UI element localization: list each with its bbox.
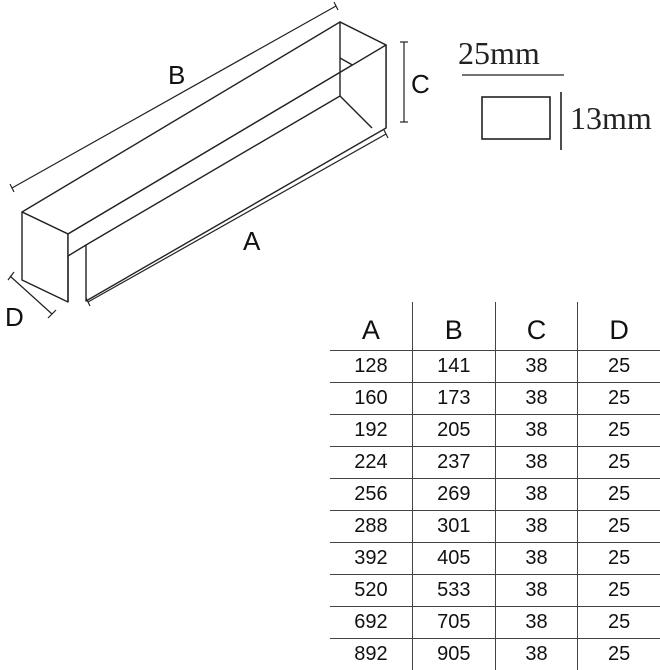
table-cell: 38 (495, 447, 578, 479)
column-header-c: C (495, 302, 578, 351)
table-cell: 301 (412, 511, 495, 543)
table-cell: 173 (412, 383, 495, 415)
cross-section-width-label: 25mm (458, 35, 540, 71)
table-cell: 38 (495, 479, 578, 511)
table-cell: 160 (330, 383, 412, 415)
column-header-d: D (578, 302, 660, 351)
table-cell: 705 (412, 607, 495, 639)
table-cell: 692 (330, 607, 412, 639)
table-cell: 905 (412, 639, 495, 670)
dimension-label-a: A (243, 226, 261, 256)
table-cell: 25 (578, 607, 660, 639)
table-cell: 38 (495, 639, 578, 670)
table-header-row: A B C D (330, 302, 660, 351)
cross-section-profile: 25mm 13mm (458, 35, 652, 150)
column-header-a: A (330, 302, 412, 351)
table-cell: 25 (578, 543, 660, 575)
table-cell: 38 (495, 575, 578, 607)
table-cell: 38 (495, 511, 578, 543)
column-header-b: B (412, 302, 495, 351)
table-cell: 192 (330, 415, 412, 447)
table-cell: 25 (578, 639, 660, 670)
cross-section-height-label: 13mm (570, 100, 652, 136)
table-cell: 25 (578, 447, 660, 479)
dimension-label-b: B (168, 60, 185, 90)
table-cell: 224 (330, 447, 412, 479)
cross-section-rect (482, 97, 550, 139)
table-cell: 128 (330, 351, 412, 383)
table-cell: 25 (578, 351, 660, 383)
table-cell: 405 (412, 543, 495, 575)
table-cell: 141 (412, 351, 495, 383)
table-cell: 38 (495, 607, 578, 639)
table-cell: 38 (495, 383, 578, 415)
table-cell: 25 (578, 479, 660, 511)
table-cell: 288 (330, 511, 412, 543)
table-cell: 533 (412, 575, 495, 607)
table-cell: 25 (578, 383, 660, 415)
dimension-label-c: C (411, 69, 430, 99)
table-cell: 520 (330, 575, 412, 607)
table-cell: 38 (495, 543, 578, 575)
table-cell: 392 (330, 543, 412, 575)
table-cell: 256 (330, 479, 412, 511)
table-cell: 205 (412, 415, 495, 447)
table-cell: 38 (495, 415, 578, 447)
handle-outline (22, 22, 386, 302)
table-cell: 25 (578, 575, 660, 607)
table-cell: 38 (495, 351, 578, 383)
table-cell: 892 (330, 639, 412, 670)
dimension-label-d: D (5, 302, 24, 332)
table-cell: 269 (412, 479, 495, 511)
table-cell: 237 (412, 447, 495, 479)
table-cell: 25 (578, 415, 660, 447)
table-cell: 25 (578, 511, 660, 543)
